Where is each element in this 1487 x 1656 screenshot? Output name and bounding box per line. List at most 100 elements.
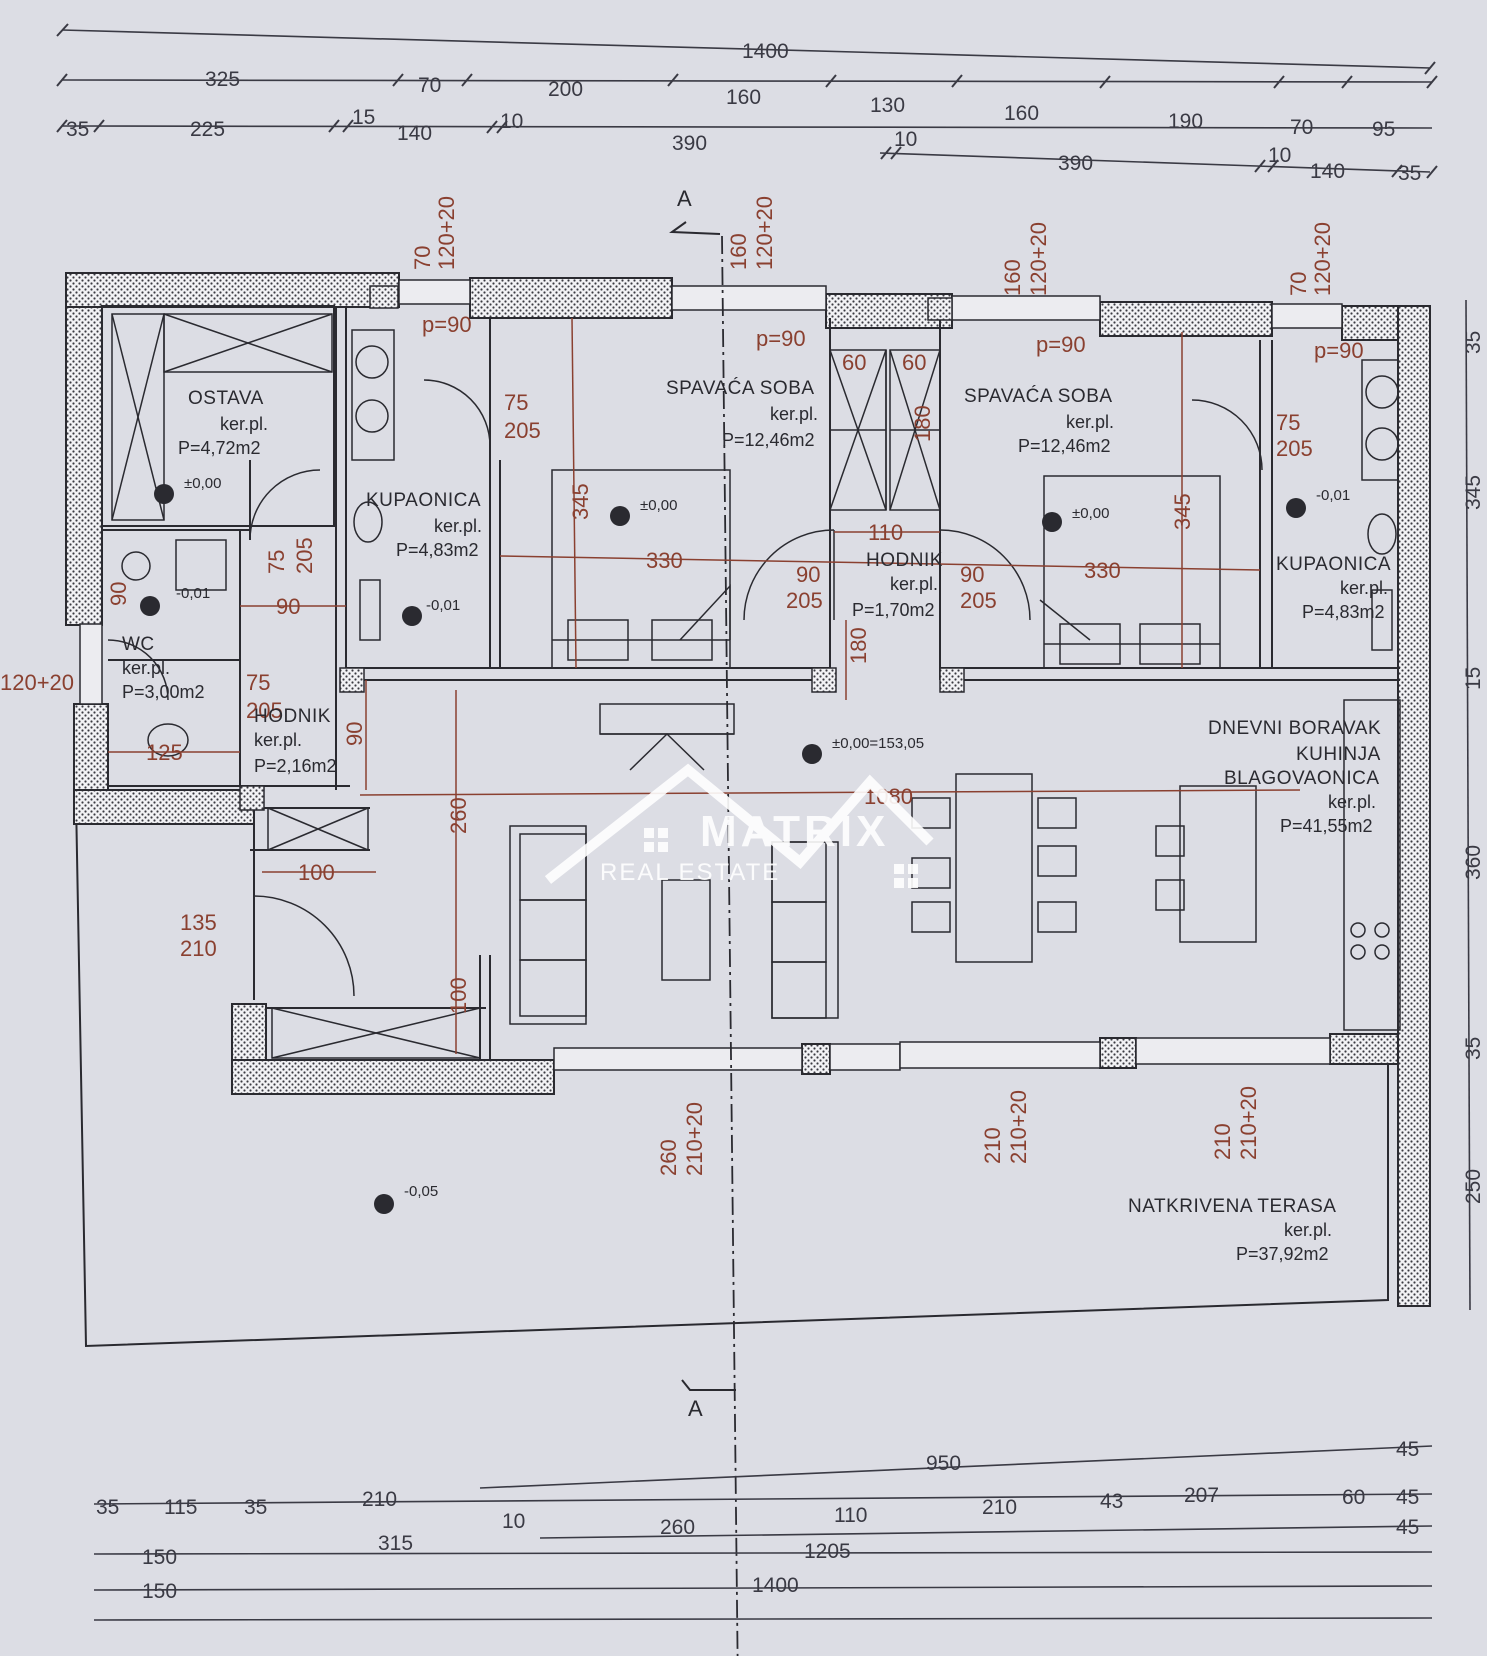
dim-top-10: 10 <box>500 110 523 133</box>
svg-text:70: 70 <box>410 246 435 270</box>
right-dimensions <box>1465 299 1471 1311</box>
room-terasa: NATKRIVENA TERASA ker.pl. P=37,92m2 -0,0… <box>404 1183 1336 1264</box>
svg-text:P=37,92m2: P=37,92m2 <box>1236 1244 1329 1264</box>
svg-text:10: 10 <box>502 1510 525 1533</box>
svg-text:p=90: p=90 <box>422 312 472 337</box>
svg-text:ker.pl.: ker.pl. <box>1066 412 1114 432</box>
dim-top-10c: 10 <box>1268 144 1291 167</box>
dim-right-250: 250 <box>1462 1169 1485 1204</box>
ostava-shelves <box>111 313 333 521</box>
svg-text:P=12,46m2: P=12,46m2 <box>722 430 815 450</box>
svg-text:1205: 1205 <box>804 1540 851 1563</box>
svg-text:p=90: p=90 <box>1314 338 1364 363</box>
svg-text:ker.pl.: ker.pl. <box>220 414 268 434</box>
svg-text:KUPAONICA: KUPAONICA <box>1276 554 1391 575</box>
svg-text:210+20: 210+20 <box>1236 1086 1261 1160</box>
svg-text:±0,00: ±0,00 <box>1072 505 1109 522</box>
interior-dimension-lines <box>108 317 1301 1054</box>
room-dnevni-boravak: DNEVNI BORAVAK KUHINJA BLAGOVAONICA ker.… <box>832 718 1381 836</box>
top-dimensions <box>61 29 1433 173</box>
dim-top-total: 1400 <box>742 40 789 63</box>
dim-top-130: 130 <box>870 94 905 117</box>
svg-text:45: 45 <box>1396 1486 1419 1509</box>
room-kupaonica-2: KUPAONICA ker.pl. P=4,83m2 -0,01 <box>1276 487 1391 622</box>
dim-top-140: 140 <box>397 122 432 145</box>
svg-text:75: 75 <box>246 670 270 695</box>
room-hodnik-2: HODNIK ker.pl. P=1,70m2 <box>852 550 943 620</box>
room-spavaca-1: SPAVAĆA SOBA ker.pl. P=12,46m2 ±0,00 <box>640 377 818 514</box>
svg-text:207: 207 <box>1184 1484 1219 1507</box>
svg-text:205: 205 <box>504 418 541 443</box>
svg-text:P=41,55m2: P=41,55m2 <box>1280 816 1373 836</box>
svg-text:120+20: 120+20 <box>1310 222 1335 296</box>
svg-text:160: 160 <box>726 233 751 270</box>
dim-top-35: 35 <box>66 118 89 141</box>
svg-text:205: 205 <box>292 537 317 574</box>
dim-top-325: 325 <box>205 68 240 91</box>
svg-text:205: 205 <box>246 698 283 723</box>
svg-text:P=2,16m2: P=2,16m2 <box>254 756 337 776</box>
wall-columns <box>239 285 965 811</box>
svg-text:SPAVAĆA SOBA: SPAVAĆA SOBA <box>964 385 1113 407</box>
wardrobes <box>829 349 941 511</box>
svg-text:60: 60 <box>902 350 926 375</box>
svg-text:P=4,72m2: P=4,72m2 <box>178 438 261 458</box>
svg-text:ker.pl.: ker.pl. <box>254 730 302 750</box>
living-furniture <box>267 699 1401 1059</box>
room-hodnik-1: HODNIK ker.pl. P=2,16m2 <box>254 706 337 776</box>
svg-text:P=3,00m2: P=3,00m2 <box>122 682 205 702</box>
room-wc: WC ker.pl. P=3,00m2 -0,01 <box>122 585 210 702</box>
dim-window-wc: 120+20 <box>0 670 74 695</box>
svg-text:100: 100 <box>446 977 471 1014</box>
terrace-outline <box>75 799 1389 1348</box>
svg-text:OSTAVA: OSTAVA <box>188 388 264 409</box>
dim-right-35a: 35 <box>1462 331 1485 354</box>
svg-text:±0,00: ±0,00 <box>184 475 221 492</box>
svg-text:±0,00=153,05: ±0,00=153,05 <box>832 735 924 752</box>
room-kupaonica-1: KUPAONICA ker.pl. P=4,83m2 -0,01 <box>366 490 482 614</box>
dim-right-345: 345 <box>1462 475 1485 510</box>
svg-text:260: 260 <box>656 1139 681 1176</box>
svg-text:A: A <box>688 1396 703 1421</box>
svg-text:90: 90 <box>106 582 131 606</box>
svg-text:BLAGOVAONICA: BLAGOVAONICA <box>1224 768 1380 789</box>
svg-text:210: 210 <box>362 1488 397 1511</box>
dim-top-190: 190 <box>1168 110 1203 133</box>
dim-top-390a: 390 <box>672 132 707 155</box>
svg-text:HODNIK: HODNIK <box>866 550 943 571</box>
svg-text:205: 205 <box>1276 436 1313 461</box>
svg-text:90: 90 <box>960 562 984 587</box>
dim-top-35b: 35 <box>1398 162 1421 185</box>
bathroom-fixtures <box>121 329 1399 757</box>
svg-text:ker.pl.: ker.pl. <box>122 658 170 678</box>
svg-text:-0,01: -0,01 <box>426 597 460 614</box>
dim-top-200: 200 <box>548 78 583 101</box>
doors <box>107 379 1263 997</box>
dim-right-15: 15 <box>1462 667 1485 690</box>
svg-text:205: 205 <box>960 588 997 613</box>
svg-text:P=12,46m2: P=12,46m2 <box>1018 436 1111 456</box>
svg-text:75: 75 <box>264 550 289 574</box>
svg-text:150: 150 <box>142 1580 177 1603</box>
svg-text:260: 260 <box>446 797 471 834</box>
svg-text:DNEVNI BORAVAK: DNEVNI BORAVAK <box>1208 718 1381 739</box>
svg-text:60: 60 <box>1342 1486 1365 1509</box>
exterior-walls <box>65 272 1431 1307</box>
dim-top-95: 95 <box>1372 118 1395 141</box>
dim-top-15: 15 <box>352 106 375 129</box>
svg-text:210: 210 <box>982 1496 1017 1519</box>
svg-text:125: 125 <box>146 740 183 765</box>
section-marker-top: A <box>669 186 721 235</box>
svg-text:HODNIK: HODNIK <box>254 706 331 727</box>
svg-text:ker.pl.: ker.pl. <box>434 516 482 536</box>
svg-text:345: 345 <box>568 483 593 520</box>
svg-text:-0,01: -0,01 <box>176 585 210 602</box>
svg-text:P=4,83m2: P=4,83m2 <box>1302 602 1385 622</box>
svg-text:ker.pl.: ker.pl. <box>1328 792 1376 812</box>
svg-text:35: 35 <box>96 1496 119 1519</box>
svg-text:120+20: 120+20 <box>1026 222 1051 296</box>
svg-text:ker.pl.: ker.pl. <box>1284 1220 1332 1240</box>
watermark-brand: MATRIX <box>700 807 889 856</box>
svg-text:45: 45 <box>1396 1516 1419 1539</box>
